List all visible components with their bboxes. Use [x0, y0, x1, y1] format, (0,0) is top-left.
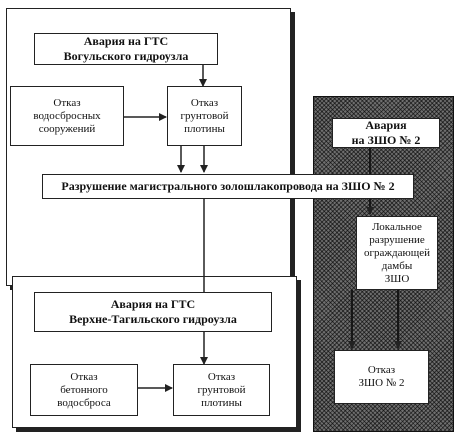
zsho-header-line-1: Авария — [365, 118, 407, 132]
spillway-failure-box: Отказ водосбросных сооружений — [10, 86, 124, 146]
concrete-weir-line-3: водосброса — [57, 396, 111, 409]
local-dam-line-4: дамбы — [381, 259, 413, 272]
local-dam-line-3: ограждающей — [364, 246, 430, 259]
zsho-failure-line-2: ЗШО № 2 — [358, 377, 405, 389]
local-dam-line-1: Локальное — [372, 220, 422, 233]
pipeline-destruction-text: Разрушение магистрального золошлакопрово… — [61, 179, 395, 193]
zsho-failure-box: Отказ ЗШО № 2 — [334, 350, 429, 404]
earth-dam-top-line-3: плотины — [184, 122, 225, 135]
earth-dam-top-line-2: грунтовой — [180, 109, 229, 122]
spillway-failure-line-2: водосбросных — [33, 109, 101, 122]
zsho-failure-line-1: Отказ — [367, 364, 396, 376]
spillway-failure-line-3: сооружений — [38, 122, 96, 135]
earth-dam-bottom-line-1: Отказ — [207, 370, 236, 383]
vogulsky-header-box: Авария на ГТС Вогульского гидроузла — [34, 33, 218, 65]
earth-dam-failure-box-top: Отказ грунтовой плотины — [167, 86, 242, 146]
pipeline-destruction-banner: Разрушение магистрального золошлакопрово… — [42, 174, 414, 199]
verkhne-tagilsky-header-box: Авария на ГТС Верхне-Тагильского гидроуз… — [34, 292, 272, 332]
zsho-accident-header-box: Авария на ЗШО № 2 — [332, 118, 440, 148]
earth-dam-failure-box-bottom: Отказ грунтовой плотины — [173, 364, 270, 416]
concrete-weir-failure-box: Отказ бетонного водосброса — [30, 364, 138, 416]
local-dam-line-5: ЗШО — [384, 272, 410, 285]
earth-dam-bottom-line-3: плотины — [201, 396, 242, 409]
verkhne-tagilsky-header-line-2: Верхне-Тагильского гидроузла — [69, 312, 237, 326]
zsho-header-line-2: на ЗШО № 2 — [351, 133, 421, 147]
concrete-weir-line-2: бетонного — [60, 383, 108, 396]
spillway-failure-line-1: Отказ — [53, 96, 81, 109]
local-dam-destruction-box: Локальное разрушение ограждающей дамбы З… — [356, 216, 438, 290]
vogulsky-header-line-2: Вогульского гидроузла — [63, 49, 189, 63]
vogulsky-header-line-1: Авария на ГТС — [83, 34, 169, 48]
local-dam-line-2: разрушение — [369, 233, 425, 246]
concrete-weir-line-1: Отказ — [70, 370, 98, 383]
earth-dam-top-line-1: Отказ — [190, 96, 219, 109]
earth-dam-bottom-line-2: грунтовой — [197, 383, 246, 396]
verkhne-tagilsky-header-line-1: Авария на ГТС — [110, 297, 196, 311]
